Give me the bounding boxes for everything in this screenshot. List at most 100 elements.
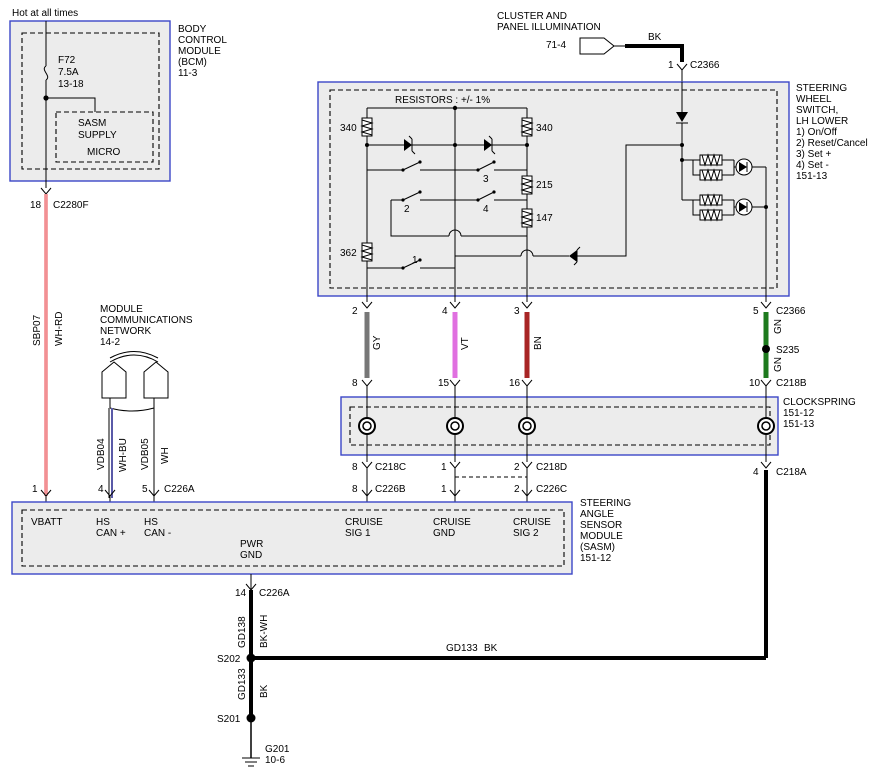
switch-item-3: 3) Set + — [796, 149, 831, 160]
switch-on-off-icon — [402, 161, 421, 171]
c2366-top-pin: 1 — [668, 60, 674, 71]
switch-2-icon — [402, 191, 421, 201]
c218b-name: C218B — [776, 378, 807, 389]
switch-1-icon — [402, 259, 421, 269]
switch-ref: 151-13 — [796, 171, 828, 182]
c226a-pin-can-plus: 4 — [98, 484, 104, 495]
bk-wh-label: BK-WH — [259, 615, 270, 648]
g201-label: G201 — [265, 744, 290, 755]
c226c-name: C226C — [536, 484, 567, 495]
zener-diode-bottom-icon — [569, 250, 577, 262]
bk-h-label: BK — [484, 643, 498, 654]
gd138-label: GD138 — [237, 616, 248, 648]
sw3-label: 3 — [483, 174, 489, 185]
mcn-title-3: NETWORK — [100, 326, 151, 337]
c218d-pin-right: 2 — [514, 462, 520, 473]
sasm-cruise-sig1-1: CRUISE — [345, 517, 383, 528]
switch-item-2: 2) Reset/Cancel — [796, 138, 868, 149]
mcn-title-2: COMMUNICATIONS — [100, 315, 193, 326]
c218b-pin-gn: 10 — [749, 378, 761, 389]
sasm-supply-line2: SUPPLY — [78, 130, 117, 141]
c2280f-pin: 18 — [30, 200, 42, 211]
c218c-name: C218C — [375, 462, 406, 473]
c226b-name: C226B — [375, 484, 406, 495]
ground-c226a-name: C226A — [259, 588, 290, 599]
vt-label: VT — [460, 337, 471, 350]
switch-4-icon — [477, 191, 495, 201]
sasm-cruise-sig2-2: SIG 2 — [513, 528, 539, 539]
c218-lower-connectors — [361, 461, 772, 478]
switch-title-4: LH LOWER — [796, 116, 848, 127]
clockspring-title: CLOCKSPRING — [783, 397, 856, 408]
clockspring-module — [340, 386, 779, 462]
cluster-wire-color: BK — [648, 32, 662, 43]
switch-title-2: WHEEL — [796, 94, 832, 105]
zener-diode-right-icon — [484, 139, 492, 151]
sasm-vbatt: VBATT — [31, 517, 62, 528]
bk-v-label: BK — [259, 684, 270, 698]
cluster-connector-icon — [579, 37, 615, 55]
sasm-cruise-gnd-1: CRUISE — [433, 517, 471, 528]
r147-label: 147 — [536, 213, 553, 224]
gd133-h-label: GD133 — [446, 643, 478, 654]
ground-symbol-icon — [242, 757, 260, 767]
resistors-label: RESISTORS : +/- 1% — [395, 95, 490, 106]
c218c-pin: 8 — [352, 462, 358, 473]
sasm-pwr-gnd-2: GND — [240, 550, 262, 561]
can-plus-connector-icon — [101, 361, 127, 399]
s201-label: S201 — [217, 714, 241, 725]
bcm-title-4: (BCM) — [178, 57, 207, 68]
sbp07-label: SBP07 — [32, 314, 43, 346]
switch-3-icon — [477, 161, 495, 171]
r215-label: 215 — [536, 180, 553, 191]
sasm-hs-can-plus-1: HS — [96, 517, 110, 528]
c218a-name: C218A — [776, 467, 807, 478]
zener-diode-left-icon — [404, 139, 412, 151]
r340-left-label: 340 — [340, 123, 357, 134]
steering-wheel-switch-module — [317, 81, 790, 297]
g201-ref: 10-6 — [265, 755, 285, 766]
sasm-title-3: SENSOR — [580, 520, 622, 531]
splice-s235 — [762, 345, 770, 353]
c218b-pin-bn: 16 — [509, 378, 521, 389]
can-minus-connector-icon — [143, 361, 169, 399]
c2366-bottom-connector — [361, 301, 772, 309]
sasm-pwr-gnd-1: PWR — [240, 539, 263, 550]
ground-c226a-pin: 14 — [235, 588, 247, 599]
c218b-connector — [361, 379, 772, 387]
sw4-label: 4 — [483, 204, 489, 215]
sasm-hs-can-plus-2: CAN + — [96, 528, 126, 539]
sasm-ref: 151-12 — [580, 553, 612, 564]
bcm-module — [9, 20, 171, 188]
mcn-ref: 14-2 — [100, 337, 120, 348]
hot-at-all-times-label: Hot at all times — [12, 8, 78, 19]
c2366-pin-vt: 4 — [442, 306, 448, 317]
sasm-title-1: STEERING — [580, 498, 631, 509]
sasm-supply-line1: SASM — [78, 118, 106, 129]
switch-item-4: 4) Set - — [796, 160, 829, 171]
wh-label: WH — [160, 447, 171, 464]
c2280f-name: C2280F — [53, 200, 89, 211]
switch-title-3: SWITCH, — [796, 105, 838, 116]
fuse-ref: 13-18 — [58, 79, 84, 90]
sasm-hs-can-minus-1: HS — [144, 517, 158, 528]
sasm-module — [11, 501, 573, 575]
c226c-pin-gnd: 1 — [441, 484, 447, 495]
sw1-label: 1 — [412, 255, 418, 266]
sasm-cruise-sig2-1: CRUISE — [513, 517, 551, 528]
c218d-name: C218D — [536, 462, 567, 473]
fuse-icon — [43, 65, 49, 81]
r340-right-label: 340 — [536, 123, 553, 134]
c226b-pin: 8 — [352, 484, 358, 495]
bcm-title-3: MODULE — [178, 46, 221, 57]
sasm-title-4: MODULE — [580, 531, 623, 542]
sasm-title-5: (SASM) — [580, 542, 615, 553]
c226a-pin-can-minus: 5 — [142, 484, 148, 495]
sasm-title-2: ANGLE — [580, 509, 614, 520]
c226a-pin-vbatt: 1 — [32, 484, 38, 495]
gn-lower-label: GN — [773, 357, 784, 372]
fuse-rating: 7.5A — [58, 67, 79, 78]
wh-rd-label: WH-RD — [54, 312, 65, 346]
c2366-top-name: C2366 — [690, 60, 720, 71]
